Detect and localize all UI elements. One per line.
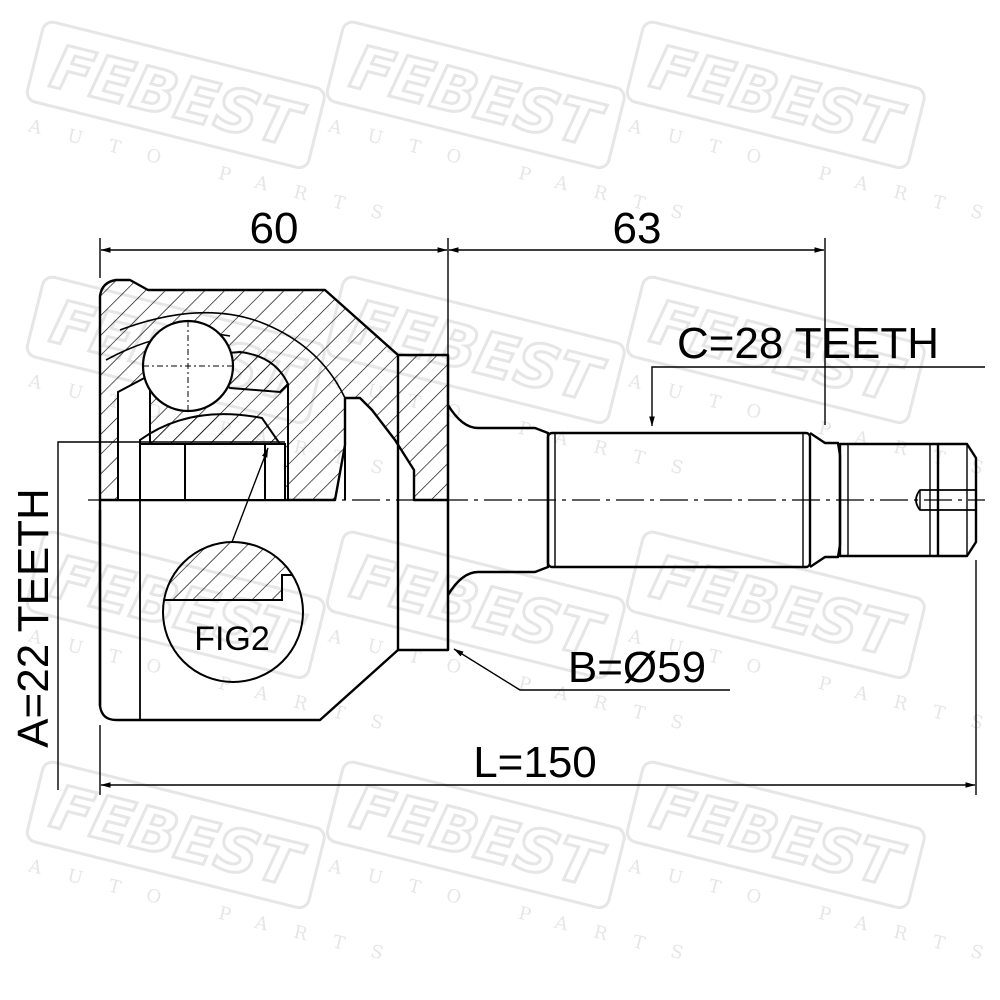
inner-race-hatched — [139, 413, 282, 445]
outer-teeth-label: C=28 TEETH — [677, 319, 939, 368]
shaft-end — [938, 442, 978, 558]
total-length-label: L=150 — [473, 738, 597, 787]
leader-fig2 — [231, 447, 269, 543]
diameter-label: B=Ø59 — [568, 643, 706, 692]
thread-section — [838, 442, 940, 558]
dimension-lines — [57, 238, 985, 795]
fig2-label: FIG2 — [194, 620, 270, 658]
leader-b — [453, 648, 730, 691]
leader-c — [649, 366, 985, 427]
leader-a — [57, 441, 285, 790]
dim-63-label: 63 — [613, 204, 662, 253]
dimension-labels: 60 63 C=28 TEETH B=Ø59 L=150 A=22 TEETH … — [9, 204, 939, 787]
inner-race-section — [105, 311, 346, 501]
inner-teeth-label: A=22 TEETH — [9, 488, 58, 748]
spline-section — [546, 431, 812, 569]
shaft — [446, 404, 978, 596]
housing-lower-outline — [98, 500, 450, 722]
dim-60-label: 60 — [250, 204, 299, 253]
